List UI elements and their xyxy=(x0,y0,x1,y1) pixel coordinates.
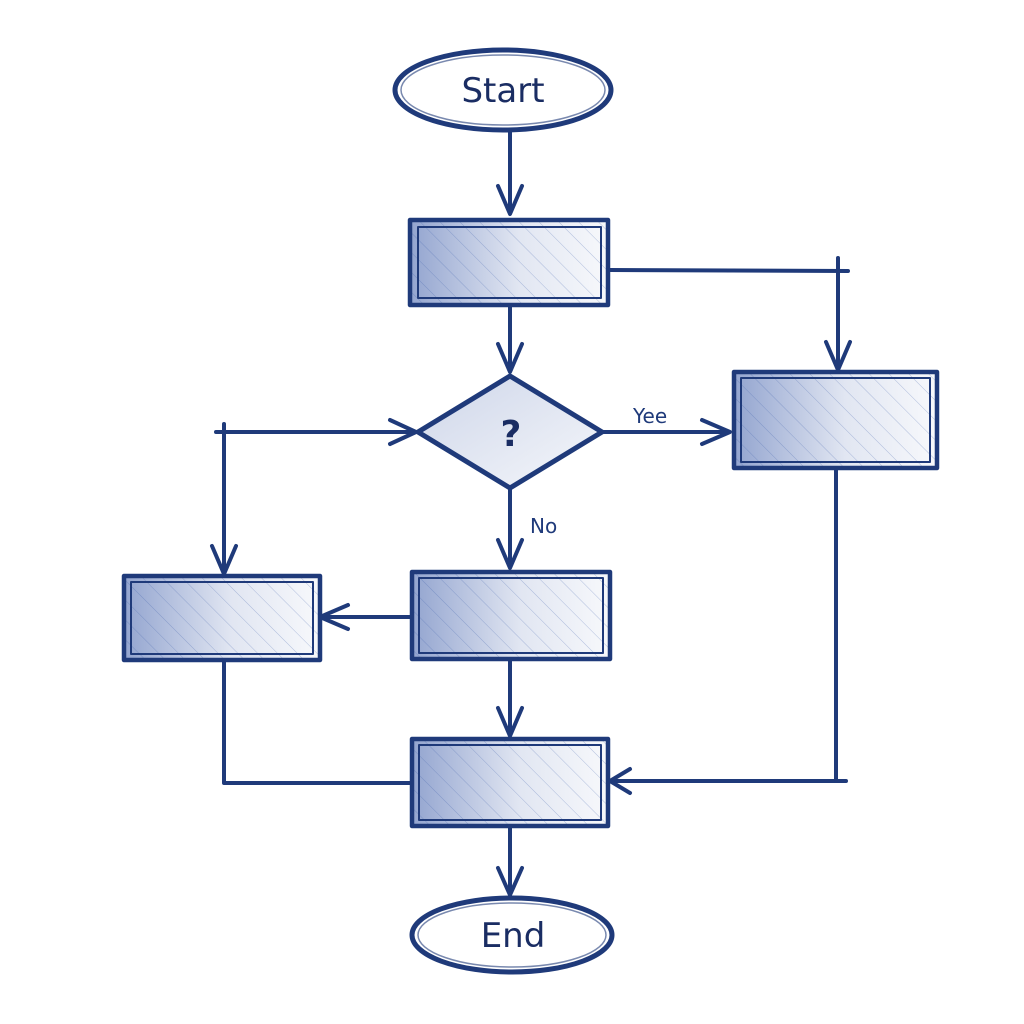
arrowhead-icon xyxy=(496,866,524,897)
arrowhead-icon xyxy=(496,342,524,374)
connector-decision-yes: Yee xyxy=(600,404,732,446)
arrowhead-icon xyxy=(700,418,732,446)
connector-decision-no: No xyxy=(496,486,557,570)
connector-process1-to-decision xyxy=(496,305,524,374)
connector-process-no-to-process-left xyxy=(318,603,414,631)
connector-process-left-to-merge xyxy=(222,660,414,785)
arrowhead-icon xyxy=(496,706,524,738)
decision-diamond: ? xyxy=(415,373,605,491)
connector-start-to-process1 xyxy=(496,128,524,216)
end-label: End xyxy=(481,916,546,956)
decision-label: ? xyxy=(501,414,522,455)
connector-process-yes-to-merge xyxy=(608,468,848,795)
process-box-yes xyxy=(731,369,940,471)
connector-loop-to-decision xyxy=(210,418,418,576)
start-terminator: Start xyxy=(392,47,614,133)
process-box-left xyxy=(121,573,323,663)
connector-merge-to-end xyxy=(496,826,524,897)
connector-process-no-to-merge xyxy=(496,658,524,738)
process-box-1 xyxy=(407,217,611,308)
edge-label-no: No xyxy=(530,514,557,538)
start-label: Start xyxy=(461,71,544,111)
connector-process1-to-process-yes xyxy=(608,256,852,372)
process-box-merge xyxy=(409,736,611,829)
process-box-no xyxy=(409,569,613,662)
end-terminator: End xyxy=(409,895,615,975)
edge-label-yes: Yee xyxy=(632,404,667,428)
arrowhead-icon xyxy=(496,538,524,570)
arrowhead-icon xyxy=(496,184,524,216)
